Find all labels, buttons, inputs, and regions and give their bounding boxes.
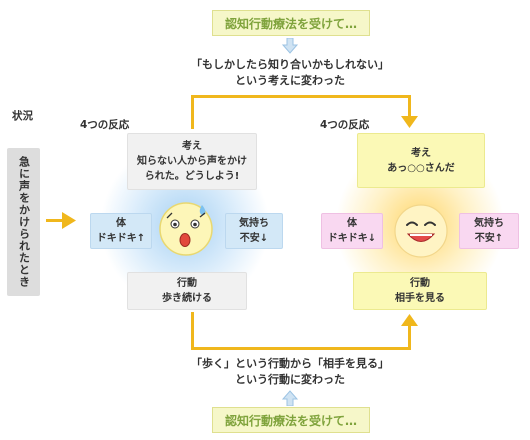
before-body-title: 体 xyxy=(116,218,126,229)
cbt-label-bottom: 認知行動療法を受けて… xyxy=(212,407,370,433)
before-body-text: ドキドキ↑ xyxy=(96,233,146,244)
bottom-caption: 「歩く」という行動から「相手を見る」 という行動に変わった xyxy=(160,356,420,388)
bottom-caption-line1: 「歩く」という行動から「相手を見る」 xyxy=(191,357,389,370)
top-caption: 「もしかしたら知り合いかもしれない」 という考えに変わった xyxy=(160,57,420,89)
situation-arrow-line xyxy=(46,219,64,222)
after-body-box: 体 ドキドキ↓ xyxy=(321,213,383,249)
before-title: 4つの反応 xyxy=(80,119,130,131)
after-thought-box: 考え あっ○○さんだ xyxy=(357,133,485,188)
before-action-text: 歩き続ける xyxy=(162,293,212,304)
bottom-caption-line2: という行動に変わった xyxy=(235,373,345,386)
top-connector-left xyxy=(191,95,194,129)
bottom-connector-right xyxy=(408,326,411,350)
after-action-text: 相手を見る xyxy=(395,293,445,304)
before-action-box: 行動 歩き続ける xyxy=(127,272,247,310)
situation-arrow-icon xyxy=(62,212,76,229)
bottom-connector-arrow-icon xyxy=(401,314,418,326)
top-caption-line2: という考えに変わった xyxy=(235,74,345,87)
after-action-box: 行動 相手を見る xyxy=(353,272,487,310)
after-feeling-title: 気持ち xyxy=(474,218,504,229)
before-action-title: 行動 xyxy=(177,278,197,289)
after-thought-title: 考え xyxy=(411,147,431,159)
up-arrow-icon xyxy=(282,390,298,406)
situation-label: 状況 xyxy=(12,110,33,122)
before-thought-box: 考え 知らない人から声をかけられた。どうしよう! xyxy=(127,133,257,190)
situation-text: 急に声をかけられたとき xyxy=(17,156,31,288)
after-body-text: ドキドキ↓ xyxy=(327,233,377,244)
smiling-face-icon xyxy=(394,204,448,258)
cbt-label-bottom-text: 認知行動療法を受けて… xyxy=(224,413,357,428)
bottom-connector-horizontal xyxy=(191,347,411,350)
top-connector-horizontal xyxy=(191,95,411,98)
after-action-title: 行動 xyxy=(410,278,430,289)
down-arrow-icon xyxy=(282,38,298,54)
top-connector-arrow-icon xyxy=(401,116,418,128)
before-thought-title: 考え xyxy=(182,141,202,152)
after-feeling-text: 不安↑ xyxy=(474,233,504,244)
bottom-connector-left xyxy=(191,312,194,349)
before-feeling-text: 不安↓ xyxy=(239,233,269,244)
top-caption-line1: 「もしかしたら知り合いかもしれない」 xyxy=(191,58,389,71)
situation-box: 急に声をかけられたとき xyxy=(7,148,40,296)
before-feeling-title: 気持ち xyxy=(239,218,269,229)
before-feeling-box: 気持ち 不安↓ xyxy=(225,213,283,249)
cbt-label-top-text: 認知行動療法を受けて… xyxy=(224,16,357,31)
before-body-box: 体 ドキドキ↑ xyxy=(90,213,152,249)
before-thought-text: 知らない人から声をかけられた。どうしよう! xyxy=(137,156,247,182)
after-body-title: 体 xyxy=(347,218,357,229)
after-feeling-box: 気持ち 不安↑ xyxy=(459,213,519,249)
worried-face-icon xyxy=(159,202,213,256)
top-connector-right xyxy=(408,95,411,117)
cbt-label-top: 認知行動療法を受けて… xyxy=(212,10,370,36)
after-thought-text: あっ○○さんだ xyxy=(387,162,455,174)
after-title: 4つの反応 xyxy=(320,119,370,131)
